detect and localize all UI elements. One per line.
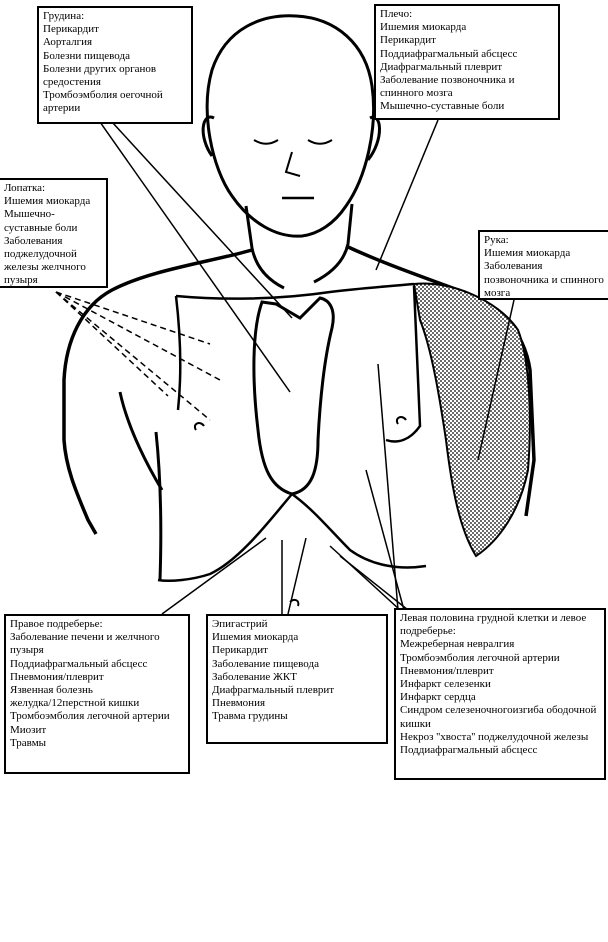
rh-item: Язвенная болезнь желудка/12перстной кишк… (10, 684, 140, 710)
sternum-item: Болезни других органов средостения (43, 62, 157, 89)
leader-lc-4 (339, 555, 409, 611)
leader-lc-1 (377, 363, 399, 611)
arm-title: Рука: (484, 234, 509, 246)
scapula-title: Лопатка: (4, 182, 46, 194)
epi-title: Эпигастрий (212, 618, 268, 630)
right-pectoral-border (385, 285, 422, 443)
left-arm-inner (118, 391, 164, 491)
right-costal-margin (157, 493, 293, 582)
right-eye (307, 139, 333, 145)
rh-item: Пневмония/плеврит (10, 670, 104, 683)
leader-lc-3 (365, 469, 405, 611)
shoulder-item: Диафрагмальный плеврит (380, 60, 503, 73)
arm-item: Заболевания позвоночника и спинного мозг… (484, 260, 604, 299)
left-costal-margin (291, 492, 427, 569)
scapula-item: Ишемия миокарда (4, 195, 91, 208)
head-outline (205, 14, 376, 238)
leader-epi-1 (287, 537, 307, 615)
rh-item: Тромбоэмболия легочной артерии (10, 710, 170, 723)
neck-left (244, 205, 285, 290)
lc-item: Межреберная невралгия (400, 638, 515, 651)
lc-item: Поддиафрагмальный абсцесс (400, 744, 538, 757)
left-side-waist (154, 431, 163, 581)
scapula-item: Заболевания поджелудочной железы желчног… (4, 234, 86, 287)
leader-shoulder-1 (375, 119, 439, 271)
neck-right (313, 203, 354, 284)
scapula-box: Лопатка: Ишемия миокарда Мышечно-суставн… (0, 178, 108, 288)
lc-item: Инфаркт сердца (400, 691, 476, 704)
leader-sternum-1 (99, 121, 291, 393)
shoulder-title: Плечо: (380, 8, 413, 20)
epi-item: Заболевание пищевода (212, 657, 319, 670)
shoulder-item: Ишемия миокарда (380, 21, 467, 34)
right-ear (366, 115, 381, 161)
left-chest-box: Левая половина грудной клетки и левое по… (394, 608, 606, 780)
right-nipple (396, 416, 407, 425)
torso-left (62, 248, 253, 535)
epi-item: Травма грудины (212, 710, 288, 723)
leader-rh-1 (161, 537, 267, 615)
scapula-item: Мышечно-суставные боли (4, 208, 78, 234)
lc-item: Синдром селезеночногоизгиба ободочной ки… (400, 704, 597, 730)
rh-item: Травмы (10, 736, 47, 749)
lc-item: Некроз ''хвоста'' поджелудочной железы (400, 730, 589, 743)
leader-scapula-2 (55, 291, 221, 381)
left-pectoral-border (174, 295, 182, 411)
leader-scapula-3 (55, 291, 211, 421)
shoulder-box: Плечо: Ишемия миокарда Перикардит Поддиа… (374, 4, 560, 120)
epigastrium-box: Эпигастрий Ишемия миокарда Перикардит За… (206, 614, 388, 744)
epi-item: Диафрагмальный плеврит (212, 684, 335, 697)
left-nipple (194, 422, 205, 431)
nose (284, 151, 301, 177)
rh-item: Миозит (10, 723, 47, 736)
sternum-box: Грудина: Перикардит Аорталгия Болезни пи… (37, 6, 193, 124)
right-hypochondrium-box: Правое подреберье: Заболевание печени и … (4, 614, 190, 774)
sternum-item: Перикардит (43, 23, 99, 36)
shoulder-item: Перикардит (380, 34, 436, 47)
leader-arm-1 (477, 299, 515, 461)
arm-box: Рука: Ишемия миокарда Заболевания позвон… (478, 230, 608, 300)
clavicle-line (175, 282, 415, 300)
shoulder-item: Поддиафрагмальный абсцесс (380, 47, 518, 60)
right-arm-shaded (412, 282, 531, 558)
epi-item: Заболевание ЖКТ (212, 670, 297, 683)
sternum-title: Грудина: (43, 10, 85, 22)
arm-item: Ишемия миокарда (484, 247, 571, 260)
sternum-item: Тромбоэмболия оегочной артерии (43, 89, 163, 115)
lc-item: Инфаркт селезенки (400, 678, 491, 691)
left-ear (201, 115, 215, 157)
epi-item: Пневмония (212, 697, 266, 710)
lc-item: Тромбоэмболия легочной артерии (400, 651, 560, 664)
epi-item: Перикардит (212, 644, 268, 657)
sternum-item: Аорталгия (43, 36, 93, 49)
sternum-item: Болезни пищевода (43, 49, 130, 62)
leader-scapula-4 (55, 291, 169, 397)
leader-scapula-1 (55, 291, 211, 345)
left-eye (253, 139, 279, 145)
leader-sternum-2 (111, 121, 293, 319)
shoulder-item: Мышечно-суставные боли (380, 100, 505, 113)
epi-item: Ишемия миокарда (212, 631, 299, 644)
lc-item: Пневмония/плеврит (400, 664, 494, 677)
rh-item: Поддиафрагмальный абсцесс (10, 657, 148, 670)
sternum-outline (252, 296, 335, 496)
lc-title: Левая половина грудной клетки и левое по… (400, 612, 587, 638)
rh-item: Заболевание печени и желчного пузыря (10, 631, 160, 657)
shoulder-item: Заболевание позвоночника и спинного мозг… (380, 74, 515, 100)
rh-title: Правое подреберье: (10, 618, 103, 630)
